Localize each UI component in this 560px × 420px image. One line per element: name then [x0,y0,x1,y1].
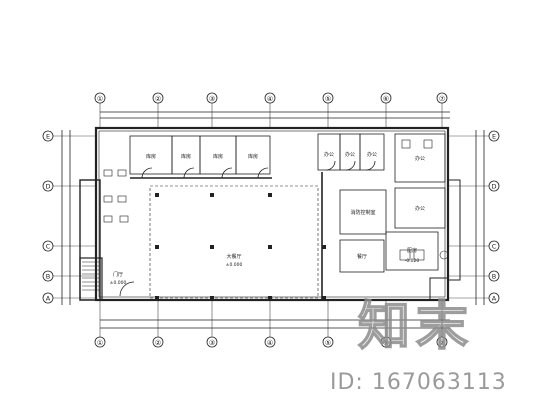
grid-column-label: ⑤ [325,339,331,347]
grid-column-bubble: ①① [94,92,106,348]
grid-row-bubble: C [42,240,96,252]
room-label: 办公 [415,205,425,212]
room-label: 消防控制室 [350,209,375,216]
grid-column-label: ③ [209,339,215,347]
grid-row-bubble: C [448,240,500,252]
grid-row-bubble: E [42,130,96,142]
grid-row-label: C [46,243,51,251]
grid-row-bubble: D [448,180,500,192]
room-kitchen-walls [385,231,439,271]
right-annex-wall [447,179,461,281]
grid-row-bubble: D [42,180,96,192]
watermark-id: ID: 167063113 [330,370,507,395]
grid-column-label: ③ [209,95,215,103]
grid-column-label: ② [155,95,161,103]
room-label: 库房 [248,153,258,160]
grid-column-label: ② [155,339,161,347]
grid-column-bubble: ③③ [206,92,218,348]
stair-enclosure [79,257,103,301]
grid-column-label: ⑦ [439,339,445,347]
grid-row-label: C [492,243,497,251]
grid-column-bubble: ⑤⑤ [322,92,334,348]
grid-column-label: ④ [267,339,273,347]
grid-row-label: A [492,295,497,303]
grid-row-label: B [46,273,50,281]
room-label: 办公 [367,151,377,158]
level-mark: ±0.000 [226,262,243,268]
grid-row-label: E [492,133,496,141]
entrance-door-swing [119,281,135,297]
grid-row-bubble: B [42,270,96,282]
grid-column-label: ⑥ [383,339,389,347]
room-office-5-walls [394,187,446,229]
stair-treads [82,261,100,291]
room-label: 办公 [415,155,425,162]
grid-row-label: D [491,183,496,191]
grid-column-label: ⑥ [383,95,389,103]
grid-column-label: ⑤ [325,95,331,103]
door-swing [183,167,195,179]
room-label: 餐厅 [357,253,367,260]
grid-row-bubble: E [448,130,500,142]
grid-row-markers: E D C B A E D C B A [42,130,500,304]
grid-row-label: E [46,133,50,141]
room-office-4-walls [394,133,446,183]
watermark-logo: 知末 [357,296,475,358]
grid-row-label: A [46,295,51,303]
door-swing [365,160,376,171]
grid-column-label: ① [97,95,103,103]
room-label: 办公 [345,151,355,158]
level-mark: ±0.000 [110,280,127,286]
room-label: 库房 [181,153,191,160]
hall-columns [155,193,326,300]
right-stair-wall [429,277,449,301]
door-swing [345,160,356,171]
room-label: 库房 [213,153,223,160]
door-swing [325,160,336,171]
room-control-walls [339,189,387,235]
grid-column-label: ① [97,339,103,347]
restroom-fixtures [103,139,449,261]
room-label: 大餐厅 [226,253,241,260]
room-dining-walls [339,239,385,273]
level-marks: ±0.000 ±0.000 -0.020 [110,258,420,286]
main-hall-outline [149,185,319,299]
grid-column-bubble: ⑥⑥ [380,92,392,348]
door-swing [257,167,269,179]
grid-column-bubble: ⑦⑦ [436,92,448,348]
grid-row-bubble: A [42,292,96,304]
grid-column-label: ④ [267,95,273,103]
grid-row-bubble: B [448,270,500,282]
room-label: 门厅 [113,271,123,278]
room-label: 库房 [146,153,156,160]
grid-column-bubble: ②② [152,92,164,348]
room-label: 厨房 [407,247,417,254]
grid-row-bubble: A [448,292,500,304]
room-office-3-walls [359,133,385,171]
grid-column-bubble: ④④ [264,92,276,348]
room-labels: 库房库房库房库房办公办公办公办公办公消防控制室厨房餐厅门厅大餐厅 [113,151,425,278]
level-mark: -0.020 [405,258,420,264]
door-swing [221,167,233,179]
grid-column-label: ⑦ [439,95,445,103]
room-storage-4-walls [235,135,271,175]
grid-row-label: D [45,183,50,191]
room-label: 办公 [324,151,334,158]
door-swing [141,167,153,179]
grid-row-label: B [492,273,496,281]
